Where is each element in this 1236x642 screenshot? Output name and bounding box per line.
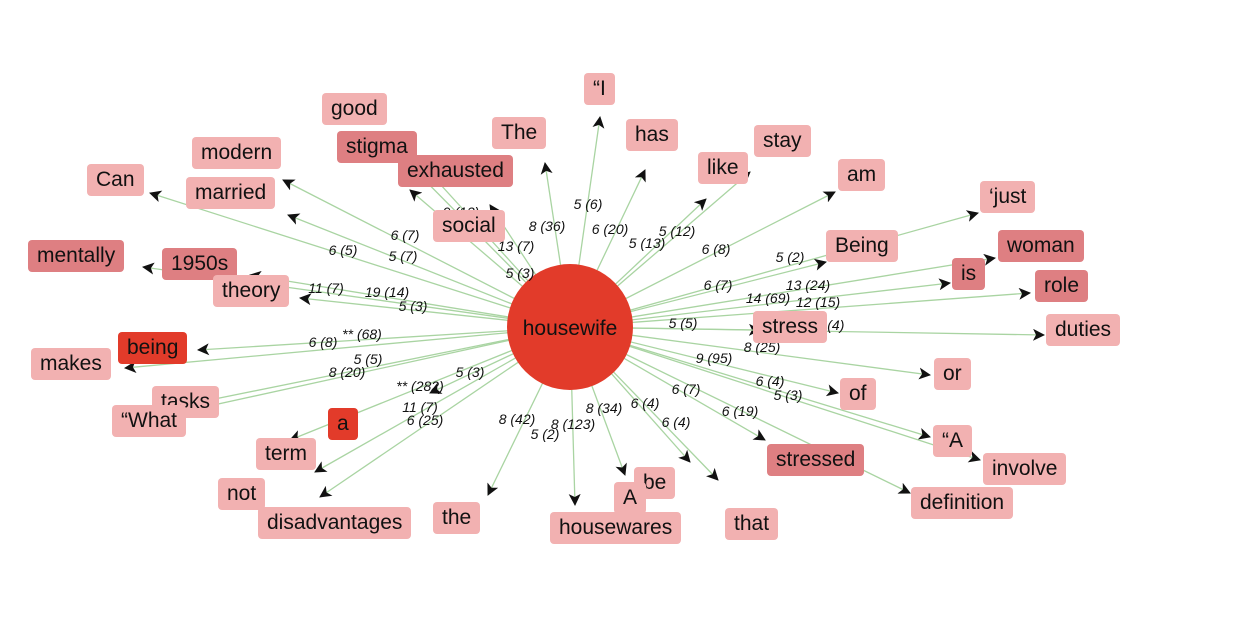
- edge-weight-label: 11 (7): [402, 399, 438, 415]
- word-node-the[interactable]: The: [492, 117, 547, 149]
- edge-weight-label: 5 (2): [776, 249, 805, 265]
- word-node-that[interactable]: that: [725, 508, 779, 540]
- edge-weight-label: 8 (20): [329, 364, 366, 380]
- edge-weight-label: 5 (2): [531, 426, 560, 442]
- edge-weight-label: 8 (34): [586, 400, 623, 416]
- center-circle: [507, 264, 633, 390]
- edge-weight-label: 5 (3): [774, 387, 803, 403]
- word-node-social[interactable]: social: [433, 210, 505, 242]
- edge-woman: [569, 253, 996, 328]
- word-node-mentally[interactable]: mentally: [28, 240, 125, 272]
- center-node-housewife[interactable]: housewife: [507, 264, 633, 390]
- word-node-is[interactable]: is: [952, 258, 986, 290]
- edge-weight-label: 12 (15): [796, 294, 840, 310]
- edge-weight-label: 13 (7): [498, 238, 535, 254]
- word-node-being[interactable]: Being: [826, 230, 898, 262]
- word-node-exhausted[interactable]: exhausted: [398, 155, 513, 187]
- word-node-stressed[interactable]: stressed: [767, 444, 865, 476]
- edge-weight-label: 6 (7): [672, 381, 701, 397]
- word-node-i[interactable]: “I: [584, 73, 615, 105]
- word-node-term[interactable]: term: [256, 438, 316, 470]
- edge-weight-label: 19 (14): [365, 284, 409, 300]
- word-node-am[interactable]: am: [838, 159, 886, 191]
- word-node-definition[interactable]: definition: [911, 487, 1014, 519]
- word-node-makes[interactable]: makes: [31, 348, 111, 380]
- word-node-what[interactable]: “What: [112, 405, 187, 437]
- edge-weight-label: 14 (69): [746, 290, 790, 306]
- edge-weight-label: 5 (13): [629, 235, 666, 251]
- edge-weight-label: 5 (5): [669, 315, 698, 331]
- edge-weight-label: 8 (36): [529, 218, 566, 234]
- edge-weight-label: 6 (7): [704, 277, 733, 293]
- word-node-the[interactable]: the: [433, 502, 481, 534]
- word-node-just[interactable]: ‘just: [980, 181, 1036, 213]
- word-node-not[interactable]: not: [218, 478, 266, 510]
- word-node-can[interactable]: Can: [87, 164, 144, 196]
- edge-weight-label: 5 (3): [399, 298, 428, 314]
- word-node-woman[interactable]: woman: [998, 230, 1084, 262]
- edge-weight-label: 6 (4): [756, 373, 785, 389]
- word-node-or[interactable]: or: [934, 358, 971, 390]
- edge-weight-label: 6 (8): [702, 241, 731, 257]
- edge-just: [569, 210, 979, 328]
- word-node-stigma[interactable]: stigma: [337, 131, 417, 163]
- edge-weight-label: 5 (12): [659, 223, 696, 239]
- word-node-like[interactable]: like: [698, 152, 748, 184]
- edge-weight-label: 6 (25): [407, 412, 444, 428]
- word-node-housewares[interactable]: housewares: [550, 512, 682, 544]
- word-node-a[interactable]: “A: [933, 425, 972, 457]
- word-node-good[interactable]: good: [322, 93, 387, 125]
- edge-can: [149, 190, 571, 328]
- edge-weight-label: 6 (7): [391, 227, 420, 243]
- edge-makes: [124, 326, 571, 373]
- word-node-duties[interactable]: duties: [1046, 314, 1121, 346]
- word-node-a[interactable]: A: [614, 482, 647, 514]
- edge-weight-label: 6 (5): [329, 242, 358, 258]
- word-node-modern[interactable]: modern: [192, 137, 282, 169]
- edge-role: [569, 287, 1031, 328]
- edge-weight-label: 11 (7): [308, 280, 344, 296]
- edge-weight-label: 6 (20): [592, 221, 629, 237]
- word-node-disadvantages[interactable]: disadvantages: [258, 507, 412, 539]
- word-node-being[interactable]: being: [118, 332, 188, 364]
- edge-weight-label: 6 (4): [662, 414, 691, 430]
- edge-weight-label: 8 (42): [499, 411, 536, 427]
- edge-weight-label: 8 (123): [551, 416, 595, 432]
- word-node-theory[interactable]: theory: [213, 275, 290, 307]
- edge-tasks: [194, 326, 571, 407]
- edge-weight-label: 13 (24): [786, 277, 830, 293]
- word-node-1950s[interactable]: 1950s: [162, 248, 238, 280]
- word-node-stress[interactable]: stress: [753, 311, 828, 343]
- edge-weight-label: 5 (6): [574, 196, 603, 212]
- word-node-involve[interactable]: involve: [983, 453, 1067, 485]
- word-node-stay[interactable]: stay: [754, 125, 811, 157]
- edge-weight-label: 6 (8): [309, 334, 338, 350]
- edge-weight-label: 5 (7): [389, 248, 418, 264]
- edge-weight-label: 5 (3): [456, 364, 485, 380]
- edge-weight-label: ** (68): [342, 326, 382, 342]
- edge-weight-label: 6 (4): [631, 395, 660, 411]
- edge-is: [569, 278, 951, 328]
- word-node-of[interactable]: of: [840, 378, 876, 410]
- word-node-a[interactable]: a: [328, 408, 358, 440]
- edge-involve: [569, 326, 981, 463]
- word-node-married[interactable]: married: [186, 177, 276, 209]
- edge-weight-label: 6 (19): [722, 403, 759, 419]
- edge-weight-label: 5 (3): [506, 265, 535, 281]
- edge-weight-label: 9 (95): [696, 350, 733, 366]
- edge-weight-label: 5 (5): [354, 351, 383, 367]
- edge-weight-label: ** (282): [396, 378, 443, 394]
- word-node-role[interactable]: role: [1035, 270, 1089, 302]
- word-node-has[interactable]: has: [626, 119, 678, 151]
- center-label: housewife: [523, 317, 618, 340]
- edge-weight-label: 8 (25): [744, 339, 781, 355]
